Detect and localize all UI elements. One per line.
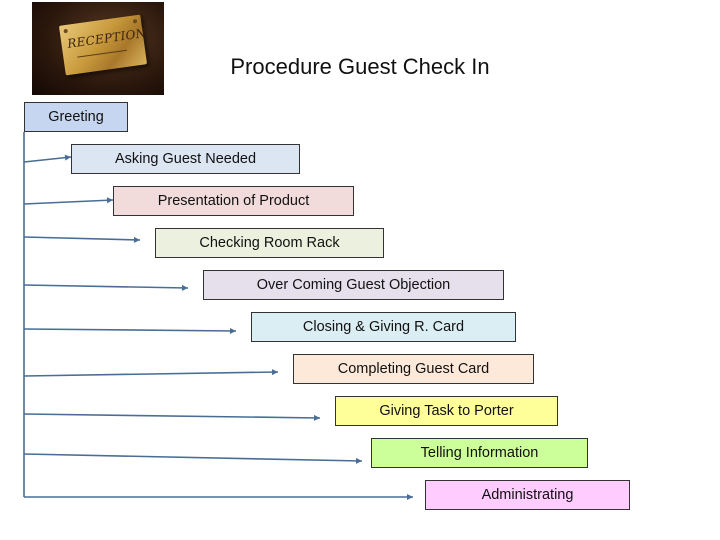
connector-line-1	[23, 156, 72, 163]
arrowhead-icon	[229, 327, 236, 334]
arrowhead-icon	[313, 414, 320, 421]
step-box-administrating: Administrating	[425, 480, 630, 510]
arrowhead-icon	[181, 284, 188, 291]
step-box-completing-guest-card: Completing Guest Card	[293, 354, 534, 384]
arrowhead-icon	[355, 457, 362, 464]
connector-line-4	[23, 284, 189, 289]
step-box-closing-giving-r-card: Closing & Giving R. Card	[251, 312, 516, 342]
connector-line-3	[23, 236, 141, 241]
arrowhead-icon	[106, 197, 113, 204]
arrowhead-icon	[133, 236, 140, 243]
step-box-telling-information: Telling Information	[371, 438, 588, 468]
step-box-checking-room-rack: Checking Room Rack	[155, 228, 384, 258]
step-box-asking-guest-needed: Asking Guest Needed	[71, 144, 300, 174]
step-box-over-coming-guest-objection: Over Coming Guest Objection	[203, 270, 504, 300]
arrowhead-icon	[64, 154, 71, 161]
page-title: Procedure Guest Check In	[230, 54, 490, 79]
arrowhead-icon	[271, 369, 278, 376]
reception-sign-photo: RECEPTION	[32, 2, 164, 95]
connector-line-6	[23, 371, 279, 377]
connector-line-2	[23, 199, 114, 205]
step-box-presentation-of-product: Presentation of Product	[113, 186, 354, 216]
connector-line-7	[23, 413, 321, 419]
step-box-giving-task-to-porter: Giving Task to Porter	[335, 396, 558, 426]
connector-line-8	[23, 453, 363, 462]
step-box-greeting: Greeting	[24, 102, 128, 132]
connector-line-5	[23, 328, 237, 332]
arrowhead-icon	[407, 494, 413, 500]
